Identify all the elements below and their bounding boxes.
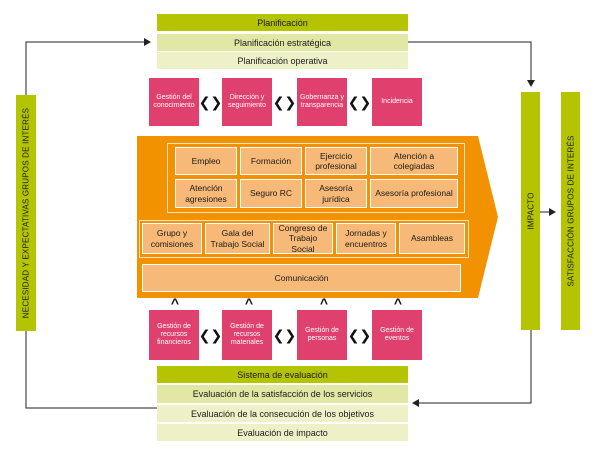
planning-strategic: Planificación estratégica [157, 34, 408, 51]
planning-operational: Planificación operativa [157, 52, 408, 69]
evaluation-services: Evaluación de la satisfacción de los ser… [157, 385, 408, 403]
stakeholder-satisfaction-label: SATISFACCIÓN GRUPOS DE INTERÉS [566, 135, 575, 287]
service-practice: Ejercicio profesional [305, 147, 367, 175]
process-materials: Gestión de recursos materiales [222, 310, 272, 360]
double-arrow-icon: ❮❯ [198, 94, 223, 110]
impact-label: IMPACTO [526, 192, 535, 230]
services-frame [167, 143, 465, 213]
double-arrow-icon: ❮❯ [347, 94, 372, 110]
service-aggressions: Atención agresiones [175, 179, 237, 208]
process-financial: Gestión de recursos financieros [149, 310, 199, 360]
evaluation-title: Sistema de evaluación [157, 366, 408, 383]
stakeholder-needs-bar: NECESIDAD Y EXPECTATIVAS GRUPOS DE INTER… [16, 95, 36, 331]
service-insurance: Seguro RC [240, 179, 302, 208]
double-arrow-icon: ❮❯ [347, 327, 372, 343]
activity-assemblies: Asambleas [399, 223, 465, 254]
impact-to-evaluation-line [412, 330, 532, 407]
chevron-up-icon: ^ [170, 295, 180, 311]
evaluation-impact: Evaluación de impacto [157, 424, 408, 441]
chevron-up-icon: ^ [319, 295, 329, 311]
planning-to-impact-line [408, 41, 535, 87]
service-training: Formación [240, 147, 302, 175]
evaluation-objectives: Evaluación de la consecución de los obje… [157, 405, 408, 422]
process-events: Gestión de eventos [372, 310, 422, 360]
planning-title: Planificación [157, 14, 408, 31]
service-employment: Empleo [175, 147, 237, 175]
activity-gala: Gala del Trabajo Social [205, 223, 270, 254]
impact-bar: IMPACTO [521, 92, 540, 330]
process-knowledge: Gestión del conocimiento [149, 78, 199, 126]
activity-groups: Grupo y comisiones [142, 223, 202, 254]
activity-meetings: Jornadas y encuentros [336, 223, 396, 254]
activity-congress: Congreso de Trabajo Social [273, 223, 333, 254]
process-people: Gestión de personas [297, 310, 347, 360]
service-professional-advice: Asesoría profesional [370, 179, 458, 208]
service-member-attention: Atención a colegiadas [370, 147, 458, 175]
communication-bar: Comunicación [142, 264, 461, 292]
double-arrow-icon: ❮❯ [198, 327, 223, 343]
service-legal: Asesoría jurídica [305, 179, 367, 208]
stakeholder-satisfaction-bar: SATISFACCIÓN GRUPOS DE INTERÉS [561, 92, 580, 330]
process-governance: Gobernanza y transparencia [297, 78, 347, 126]
double-arrow-icon: ❮❯ [272, 94, 297, 110]
process-direction: Dirección y seguimiento [222, 78, 272, 126]
stakeholder-needs-label: NECESIDAD Y EXPECTATIVAS GRUPOS DE INTER… [21, 107, 31, 319]
participation-frame [139, 220, 469, 258]
double-arrow-icon: ❮❯ [272, 327, 297, 343]
process-advocacy: Incidencia [372, 78, 422, 126]
chevron-up-icon: ^ [244, 295, 254, 311]
chevron-up-icon: ^ [393, 295, 403, 311]
